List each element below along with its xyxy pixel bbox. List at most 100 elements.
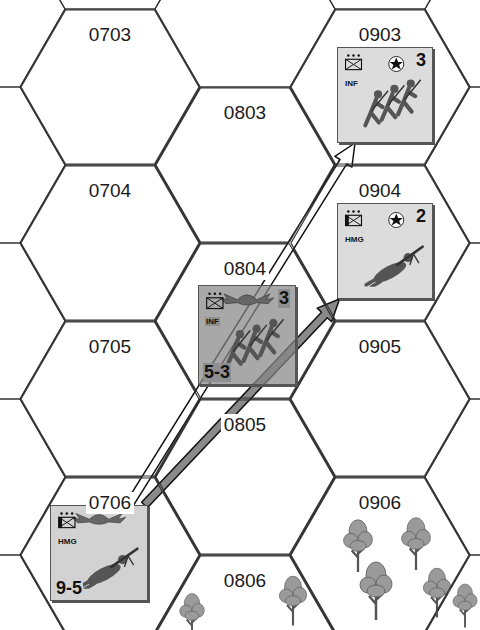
map-part — [279, 576, 306, 625]
hex-outline — [425, 243, 480, 399]
unit-id: 3 — [415, 51, 427, 70]
hex: 0703 — [20, 9, 200, 165]
counter-slot: 3 — [278, 289, 290, 308]
hex-outline — [156, 244, 334, 398]
hex: 0804INF 3 5-3 — [155, 243, 335, 399]
hex-outline — [155, 243, 335, 399]
counter-slot: 9-5 — [55, 579, 83, 598]
hex-outline — [425, 399, 480, 555]
hex-outline — [0, 0, 65, 87]
hex: 0706HMG9-5 — [20, 477, 200, 630]
map-part — [346, 59, 362, 69]
hex-outline — [155, 0, 335, 87]
soviet-emblem — [389, 56, 404, 71]
hex-number: 0705 — [86, 336, 134, 358]
counter-slot: 3 — [415, 51, 427, 70]
hex-number: 0805 — [221, 414, 269, 436]
unit-counter: HMG 2 — [337, 203, 433, 299]
soldier-figures — [366, 247, 422, 287]
map-part — [352, 210, 354, 212]
map-part — [346, 215, 349, 225]
combat-factors: 9-5 — [55, 579, 83, 598]
hex: 0905 — [290, 321, 470, 477]
hex: 0806 — [155, 555, 335, 630]
hex-outline — [290, 0, 470, 9]
unit-symbol — [59, 512, 75, 527]
hex-outline — [20, 477, 200, 630]
hex-number: 0903 — [356, 24, 404, 46]
hex-outline — [155, 555, 335, 630]
map-part — [360, 562, 392, 620]
map-part — [344, 520, 373, 572]
hex-outline — [425, 87, 480, 243]
map-part — [66, 512, 68, 514]
soldier-figures — [227, 319, 284, 367]
map-part — [357, 210, 359, 212]
map-part — [453, 584, 477, 628]
counter-slot: 5-3 — [203, 363, 231, 382]
hex-number: 0806 — [221, 570, 269, 592]
hex-outline — [21, 10, 199, 164]
hex-number: 0904 — [356, 180, 404, 202]
counter-slot: INF — [205, 310, 220, 328]
hex-outline — [291, 478, 469, 630]
german-eagle — [220, 294, 274, 305]
hex-outline — [20, 321, 200, 477]
hex-number: 0704 — [86, 180, 134, 202]
hex-number: 0803 — [221, 102, 269, 124]
soldier-figures — [365, 79, 420, 125]
hex-shape — [155, 555, 335, 630]
hex: 0705 — [20, 321, 200, 477]
hex-outline — [21, 322, 199, 476]
hex-outline — [20, 0, 200, 9]
unit-counter: HMG9-5 — [50, 505, 148, 601]
map-part — [214, 293, 216, 296]
soviet-star — [390, 213, 403, 225]
counter-slot: 2 — [415, 207, 427, 226]
map-part — [59, 517, 62, 527]
combat-factors: 5-3 — [203, 363, 231, 382]
map-part — [219, 293, 221, 296]
map-part — [346, 59, 362, 69]
hex-number: 0804 — [221, 258, 269, 280]
hex-outline — [291, 166, 469, 320]
map-part — [352, 54, 354, 56]
hex: 0903INF 3 — [290, 9, 470, 165]
map-part — [207, 298, 223, 309]
unit-counter: INF 3 5-3 — [198, 285, 296, 385]
hex-outline — [425, 0, 480, 87]
map-part — [60, 512, 62, 514]
map-part — [347, 210, 349, 212]
map-part — [402, 518, 431, 570]
counter-slot: HMG — [344, 228, 365, 246]
unit-counter: INF 3 — [337, 47, 433, 143]
hex-outline — [290, 321, 470, 477]
unit-symbol — [346, 210, 362, 225]
unit-type: INF — [344, 79, 359, 88]
map-part — [207, 298, 223, 309]
hex: 0704 — [20, 165, 200, 321]
hex-number: 0906 — [356, 492, 404, 514]
german-eagle — [72, 514, 126, 525]
hex-outline — [0, 87, 65, 243]
map-part — [346, 215, 362, 225]
hex-outline — [156, 400, 334, 554]
hex-outline — [291, 10, 469, 164]
woods — [180, 518, 477, 630]
unit-id: 2 — [415, 207, 427, 226]
hex-outline — [290, 477, 470, 630]
unit-symbol — [346, 54, 362, 69]
hex-outline — [156, 88, 334, 242]
unit-type: HMG — [344, 235, 365, 244]
soviet-emblem — [389, 212, 404, 227]
unit-id: 3 — [278, 289, 290, 308]
unit-type: INF — [205, 317, 220, 326]
hex-outline — [21, 166, 199, 320]
hex: 0805 — [155, 399, 335, 555]
line-of-fire-arrow — [126, 143, 355, 507]
hex-outline — [20, 9, 200, 165]
hex-outline — [21, 478, 199, 630]
map-part — [71, 512, 73, 514]
hex: 0904HMG 2 — [290, 165, 470, 321]
